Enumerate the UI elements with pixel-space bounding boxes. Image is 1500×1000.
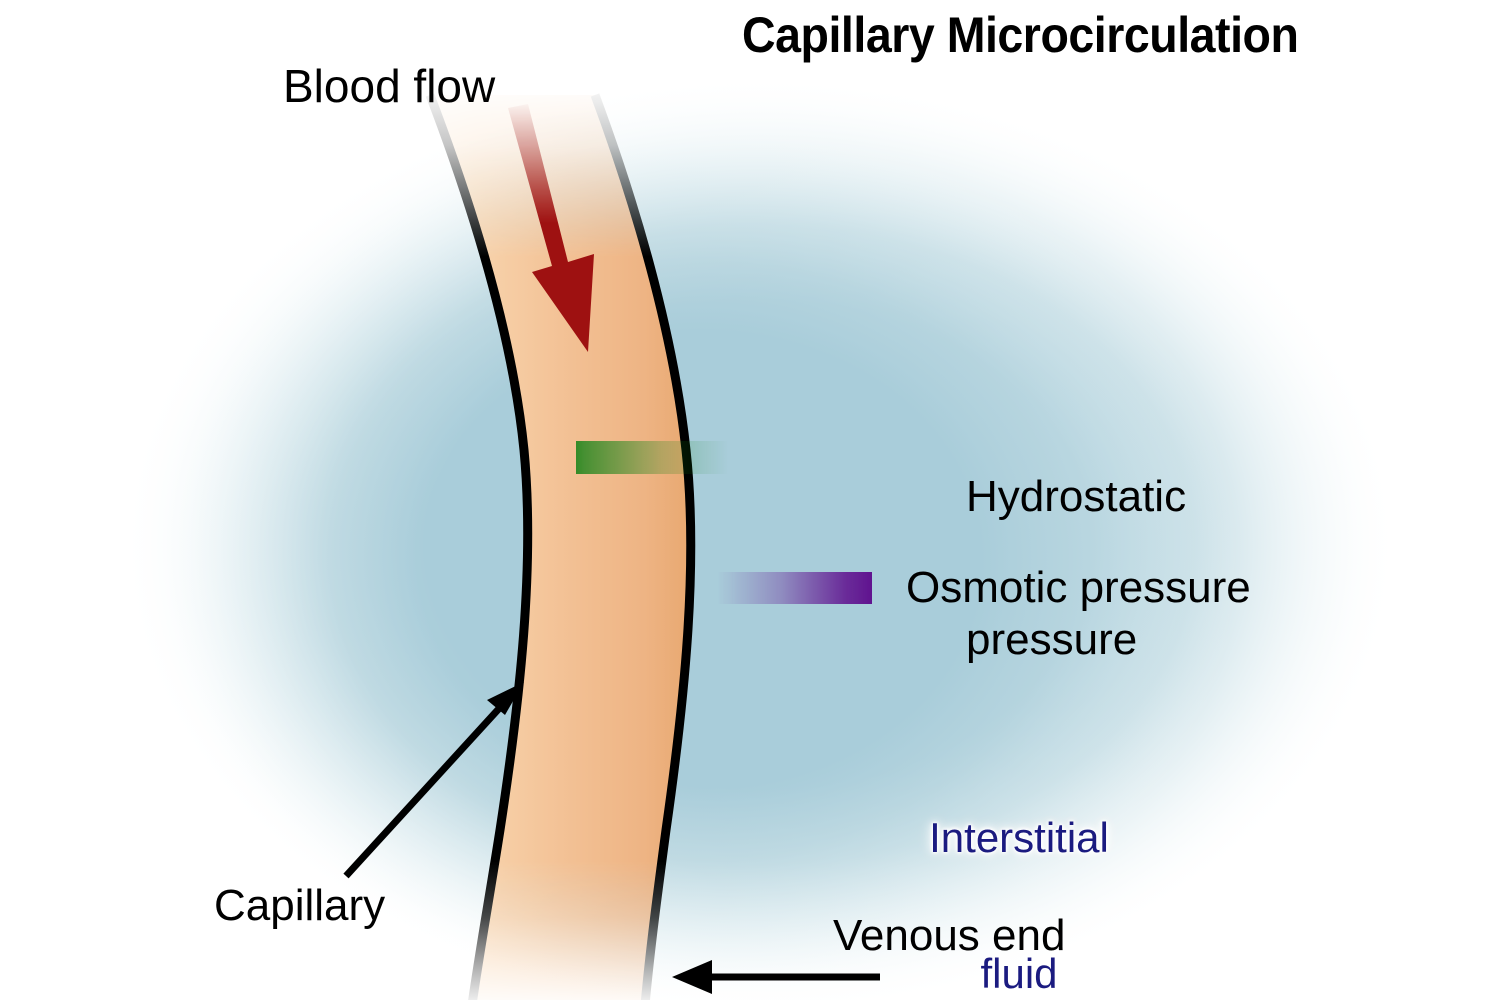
capillary-wall-left <box>425 93 533 1000</box>
venous-end-arrow <box>672 960 880 994</box>
blood-flow-arrow <box>508 104 594 352</box>
interstitial-fluid-region <box>120 75 1400 1000</box>
hydrostatic-pressure-label-line2: pressure <box>966 614 1138 664</box>
hydrostatic-pressure-arrow <box>576 424 937 491</box>
capillary-lumen <box>430 95 691 1000</box>
interstitial-fluid-label: Interstitial fluid <box>908 724 1130 1000</box>
blood-flow-label: Blood flow <box>283 60 496 112</box>
interstitial-fluid-label-line2: fluid <box>980 949 1058 997</box>
figure-title: Capillary Microcirculation <box>742 7 1299 63</box>
capillary-label: Capillary <box>214 881 386 930</box>
capillary-pointer-arrow <box>343 682 524 879</box>
osmotic-pressure-arrow <box>599 556 872 621</box>
venous-end-label: Venous end <box>833 911 1066 960</box>
hydrostatic-pressure-label-line1: Hydrostatic <box>966 472 1187 522</box>
osmotic-pressure-label: Osmotic pressure <box>906 563 1251 612</box>
hydrostatic-pressure-label: Hydrostatic pressure <box>966 378 1186 758</box>
interstitial-fluid-label-line1: Interstitial <box>929 813 1109 861</box>
